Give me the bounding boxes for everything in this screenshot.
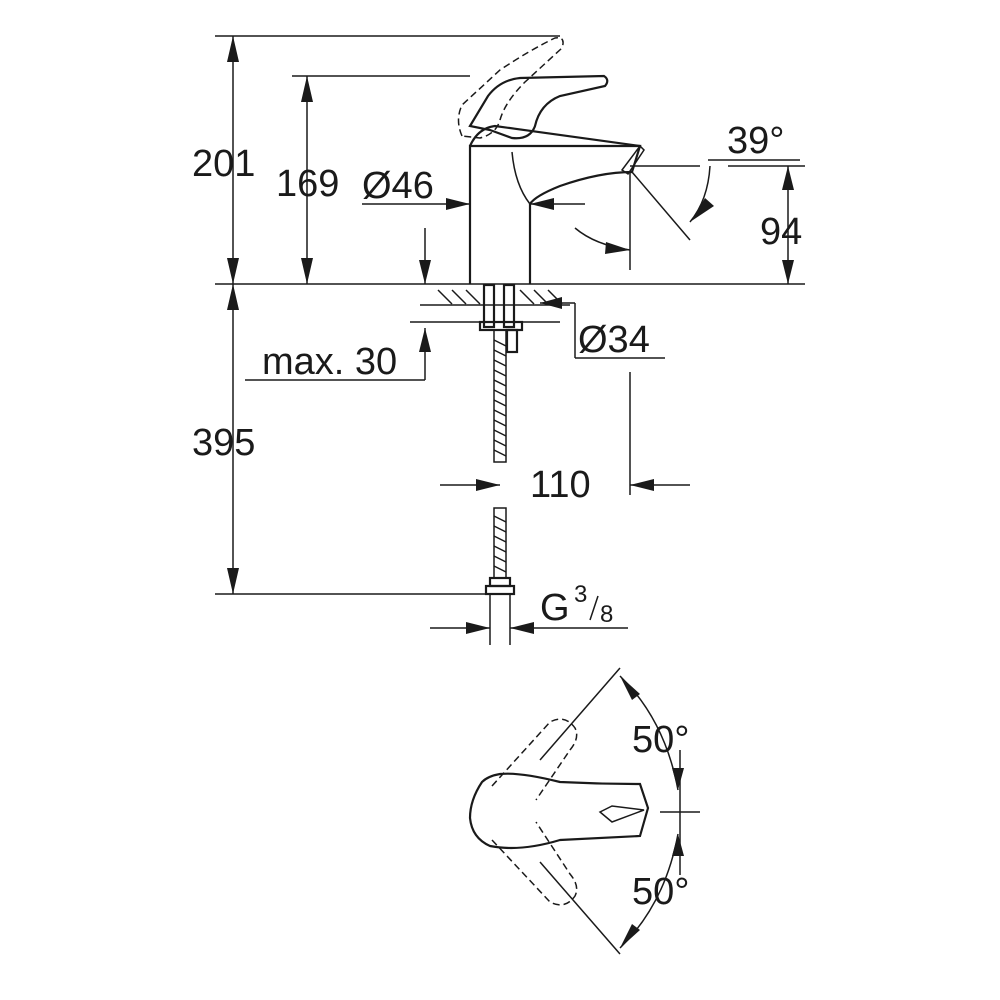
hose — [484, 329, 516, 645]
faucet-body — [457, 36, 645, 284]
top-view: 50° 50° — [468, 667, 700, 955]
label-max-thickness: max. 30 — [262, 341, 397, 383]
dim-201: 201 — [192, 36, 255, 284]
label-diameter-body: Ø46 — [362, 165, 434, 207]
label-connection-den: 8 — [600, 601, 613, 628]
label-spout-angle: 39° — [727, 120, 784, 162]
label-hose-length: 395 — [192, 422, 255, 464]
dim-169: 169 — [276, 76, 339, 284]
lever-top — [468, 772, 650, 850]
label-lever-angle-top: 50° — [632, 719, 689, 761]
dim-diameter-46: Ø46 — [362, 165, 585, 210]
dim-angle-39: 39° — [631, 120, 800, 241]
side-view: 201 169 395 Ø46 — [192, 35, 805, 645]
label-connection-letter: G — [540, 587, 570, 629]
dim-connection: G 3 8 — [430, 581, 628, 634]
label-height-spout: 169 — [276, 163, 339, 205]
label-diameter-base: Ø34 — [578, 319, 650, 361]
label-connection-num: 3 — [574, 581, 587, 608]
dim-110: 110 — [440, 464, 690, 506]
dim-94: 94 — [630, 165, 805, 284]
mounting-detail: max. 30 Ø34 — [245, 228, 665, 383]
lever-top-right — [491, 821, 578, 906]
label-height-total: 201 — [192, 143, 255, 185]
label-lever-angle-bottom: 50° — [632, 871, 689, 913]
lever-top-left — [491, 718, 578, 801]
dim-395: 395 — [192, 284, 255, 594]
label-projection: 110 — [530, 464, 591, 506]
label-spout-height: 94 — [760, 211, 802, 253]
